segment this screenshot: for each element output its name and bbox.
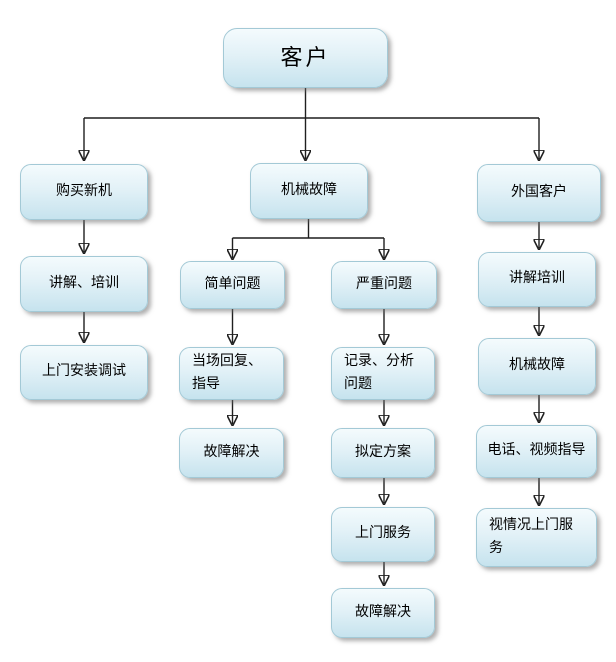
node-buy-new: 购买新机	[20, 164, 148, 220]
node-buy-new-label: 购买新机	[56, 183, 112, 199]
node-onsite-install: 上门安装调试	[20, 345, 148, 400]
node-fault-solved-simple-label: 故障解决	[203, 444, 260, 460]
node-severe-issue-label: 严重问题	[356, 276, 412, 292]
node-explain-train: 讲解、培训	[20, 256, 148, 312]
node-onsite-depends-label: 视情况上门服务	[489, 518, 573, 556]
node-record-analyze: 记录、分析问题	[331, 347, 435, 400]
node-plan: 拟定方案	[331, 428, 435, 478]
node-mech-fault-label: 机械故障	[281, 182, 337, 198]
node-explain-train-label: 讲解、培训	[49, 275, 119, 291]
node-onsite-service: 上门服务	[331, 507, 435, 562]
node-simple-issue-label: 简单问题	[204, 276, 261, 292]
node-onsite-depends: 视情况上门服务	[476, 508, 597, 567]
node-phone-video-guide: 电话、视频指导	[476, 425, 597, 478]
node-reply-guide-label: 当场回复、指导	[192, 354, 262, 392]
node-customer-label: 客户	[280, 45, 331, 71]
node-explain-train-2-label: 讲解培训	[509, 271, 565, 287]
node-customer: 客户	[223, 28, 388, 88]
node-foreign-customer: 外国客户	[477, 164, 601, 222]
node-onsite-install-label: 上门安装调试	[42, 364, 126, 380]
node-phone-video-guide-label: 电话、视频指导	[487, 443, 586, 459]
node-reply-guide: 当场回复、指导	[179, 347, 284, 400]
node-mech-fault: 机械故障	[250, 163, 368, 219]
node-onsite-service-label: 上门服务	[355, 526, 411, 542]
node-mech-fault-2: 机械故障	[478, 338, 596, 395]
node-explain-train-2: 讲解培训	[478, 252, 596, 307]
node-severe-issue: 严重问题	[331, 261, 437, 309]
node-record-analyze-label: 记录、分析问题	[344, 354, 414, 392]
node-mech-fault-2-label: 机械故障	[509, 358, 565, 374]
node-simple-issue: 简单问题	[180, 261, 285, 309]
node-fault-solved-severe-label: 故障解决	[355, 604, 411, 620]
node-fault-solved-simple: 故障解决	[179, 428, 284, 478]
node-fault-solved-severe: 故障解决	[331, 588, 435, 638]
node-foreign-customer-label: 外国客户	[511, 184, 567, 200]
node-plan-label: 拟定方案	[355, 444, 411, 460]
